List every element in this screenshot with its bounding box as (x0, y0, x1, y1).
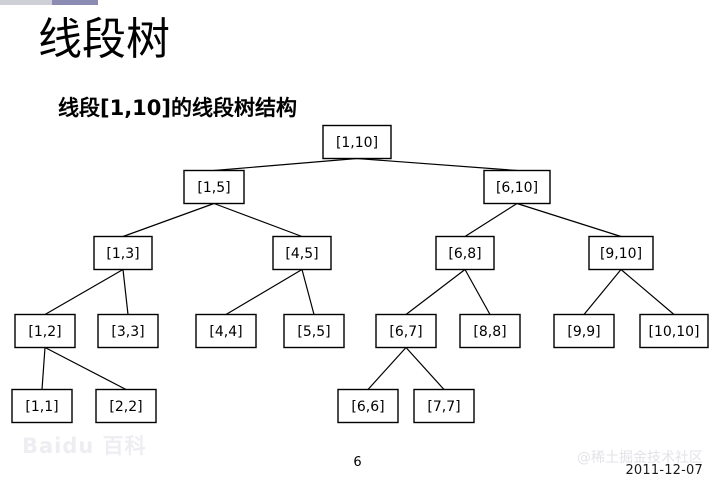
segment-tree-svg: [1,10] [1,5] [6,10] [1,3] [4,5] [6,8] [9,10] [1… (11, 124, 709, 424)
slide-title: 线段树 (38, 14, 170, 65)
tree-node-box (337, 388, 399, 424)
tree-node-box (435, 235, 495, 271)
tree-node-box (95, 388, 157, 424)
tree-node[interactable]: [1,2] (14, 313, 76, 349)
tree-node-label: [5,5] (297, 324, 330, 340)
tree-node-label: [6,7] (389, 324, 422, 340)
tree-edge (367, 347, 407, 390)
tree-node-label: [8,8] (473, 324, 506, 340)
tree-node-box (483, 169, 551, 205)
tree-node[interactable]: [2,2] (95, 388, 157, 424)
tree-node-label: [9,9] (567, 324, 600, 340)
tree-edge (44, 346, 127, 391)
tree-node-label: [1,3] (106, 246, 139, 262)
tree-node[interactable]: [6,8] (435, 235, 495, 271)
tree-node[interactable]: [1,1] (11, 388, 73, 424)
tree-node-label: [1,1] (25, 399, 58, 415)
tree-node[interactable]: [6,10] (483, 169, 551, 205)
tree-node-label: [9,10] (600, 246, 642, 262)
tree-edge (122, 202, 215, 238)
tree-edge (225, 268, 303, 316)
tree-node-box (93, 235, 153, 271)
tree-node-box (14, 313, 76, 349)
tree-node-label: [6,8] (448, 246, 481, 262)
tree-node-box (283, 313, 345, 349)
tree-node[interactable]: [9,9] (553, 313, 615, 349)
tree-node-label: [3,3] (111, 324, 144, 340)
tree-edge (213, 157, 358, 172)
tree-node[interactable]: [9,10] (588, 235, 654, 271)
tree-node-label: [2,2] (109, 399, 142, 415)
tree-edge (301, 269, 315, 315)
tree-edge (583, 269, 622, 315)
tree-node-label: [1,10] (336, 135, 378, 151)
tree-node-label: [6,10] (496, 180, 538, 196)
tree-node-box (322, 124, 392, 160)
slide-date: 2011-12-07 (625, 463, 703, 478)
tree-node-box (11, 388, 73, 424)
tree-edge (620, 269, 675, 315)
tree-node[interactable]: [3,3] (97, 313, 159, 349)
tree-node[interactable]: [10,10] (639, 313, 709, 349)
page-number: 6 (353, 455, 362, 470)
tree-node-label: [4,5] (285, 246, 318, 262)
slide-subtitle: 线段[1,10]的线段树结构 (58, 96, 298, 120)
tree-node-box (413, 388, 475, 424)
tree-edges-group (41, 157, 675, 391)
tree-edge (213, 202, 303, 238)
tree-edge (516, 202, 622, 238)
tree-node-label: [1,5] (197, 180, 230, 196)
corner-accent-right (52, 0, 98, 5)
tree-node[interactable]: [4,5] (272, 235, 332, 271)
tree-node[interactable]: [8,8] (459, 313, 521, 349)
tree-node[interactable]: [7,7] (413, 388, 475, 424)
tree-node-box (639, 313, 709, 349)
tree-edge (356, 157, 518, 172)
tree-node-label: [7,7] (427, 399, 460, 415)
tree-node[interactable]: [1,3] (93, 235, 153, 271)
tree-node-label: [4,4] (209, 324, 242, 340)
tree-edge (464, 269, 491, 315)
corner-accent-left (0, 0, 52, 5)
tree-edge (405, 347, 445, 390)
corner-accent-bar (0, 0, 98, 5)
tree-edge (405, 269, 466, 315)
tree-edge (122, 269, 129, 315)
tree-node-box (375, 313, 437, 349)
segment-tree-diagram: [1,10] [1,5] [6,10] [1,3] [4,5] [6,8] [9,10] [1… (0, 118, 715, 438)
tree-node[interactable]: [6,7] (375, 313, 437, 349)
tree-node[interactable]: [4,4] (195, 313, 257, 349)
tree-node-box (183, 169, 245, 205)
tree-nodes-group: [1,10] [1,5] [6,10] [1,3] [4,5] [6,8] [9,10] [1… (11, 124, 709, 424)
tree-node-box (195, 313, 257, 349)
tree-node[interactable]: [1,10] (322, 124, 392, 160)
tree-node-box (459, 313, 521, 349)
tree-node-box (588, 235, 654, 271)
tree-edge (44, 268, 124, 316)
tree-node-label: [10,10] (648, 324, 699, 340)
tree-node[interactable]: [5,5] (283, 313, 345, 349)
tree-node-box (553, 313, 615, 349)
tree-node-box (272, 235, 332, 271)
tree-edge (464, 202, 518, 238)
tree-node[interactable]: [6,6] (337, 388, 399, 424)
tree-node-label: [1,2] (28, 324, 61, 340)
tree-node[interactable]: [1,5] (183, 169, 245, 205)
tree-edge (41, 347, 46, 390)
tree-node-box (97, 313, 159, 349)
tree-node-label: [6,6] (351, 399, 384, 415)
